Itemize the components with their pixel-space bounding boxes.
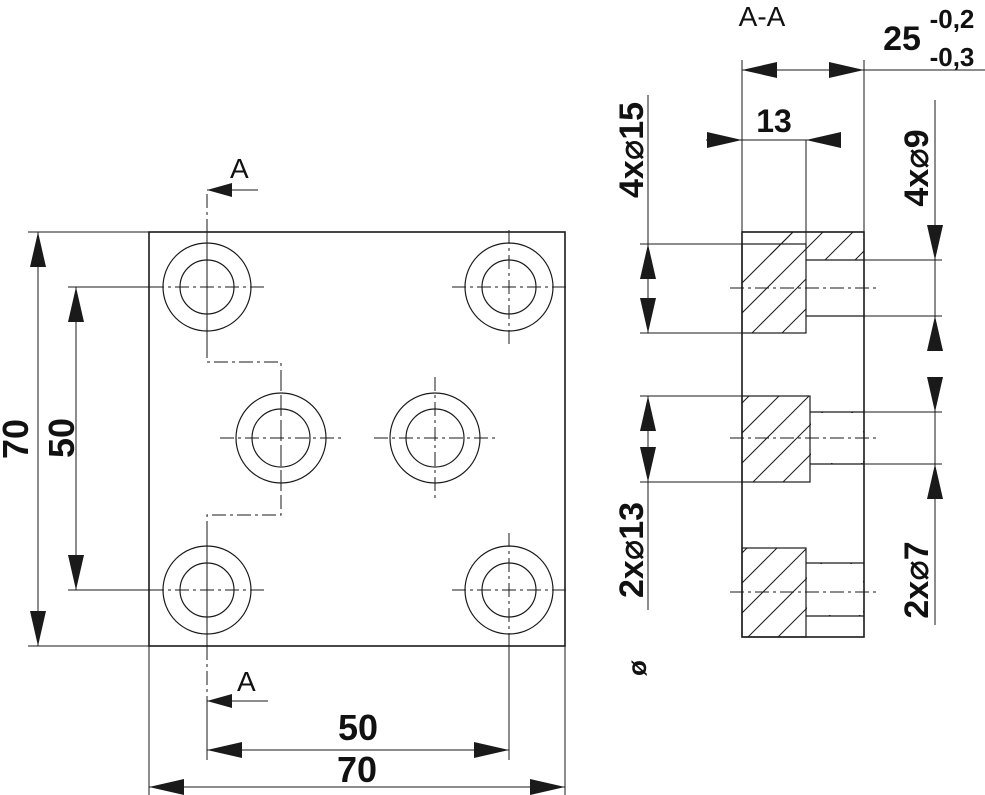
dim-thickness-nominal: 25 — [883, 20, 921, 58]
dim-width-label: 70 — [337, 749, 377, 790]
dim-height: 70 — [0, 231, 149, 647]
dim-width: 70 — [148, 646, 566, 795]
hole-top-right — [452, 230, 566, 344]
section-marker-top-label: A — [230, 153, 249, 184]
front-view: A A 50 70 — [0, 153, 566, 795]
section-marker-bottom: A — [207, 666, 268, 708]
dim-small-through-label: 2x⌀7 — [898, 541, 936, 618]
dim-counterbore-depth: 13 — [706, 103, 841, 244]
section-counterbore-center — [741, 395, 864, 483]
dim-small-through: 2x⌀7 — [864, 377, 943, 625]
diameter-symbol-note: ø — [622, 660, 652, 676]
dim-hole-spacing-horizontal-label: 50 — [338, 707, 378, 748]
section-marker-bottom-label: A — [237, 666, 256, 697]
dim-thickness-tol-upper: -0,2 — [930, 4, 975, 34]
section-marker-top: A — [207, 153, 258, 197]
section-title: A-A — [739, 1, 786, 32]
section-cut-line — [206, 194, 282, 700]
section-view: A-A — [613, 1, 985, 676]
dim-large-through-label: 4x⌀9 — [898, 129, 936, 206]
dim-thickness-tol-lower: -0,3 — [930, 42, 975, 72]
section-counterbore-lower — [741, 547, 864, 638]
dim-small-counterbore-label: 2x⌀13 — [613, 502, 651, 598]
dim-small-counterbore: 2x⌀13 — [613, 395, 742, 610]
dim-hole-spacing-vertical-label: 50 — [41, 418, 82, 458]
dim-hole-spacing-horizontal: 50 — [206, 640, 510, 760]
plate-outline — [148, 231, 566, 647]
hole-bottom-right — [452, 533, 566, 647]
dim-hole-spacing-vertical: 50 — [41, 286, 160, 591]
dim-thickness: 25 -0,2 -0,3 — [741, 4, 985, 232]
dim-large-through: 4x⌀9 — [864, 100, 943, 351]
dim-large-counterbore-label: 4x⌀15 — [613, 102, 651, 198]
dim-large-counterbore: 4x⌀15 — [613, 95, 742, 334]
dim-counterbore-depth-label: 13 — [756, 103, 792, 139]
dim-height-label: 70 — [0, 419, 36, 459]
hole-center-right — [374, 377, 496, 499]
